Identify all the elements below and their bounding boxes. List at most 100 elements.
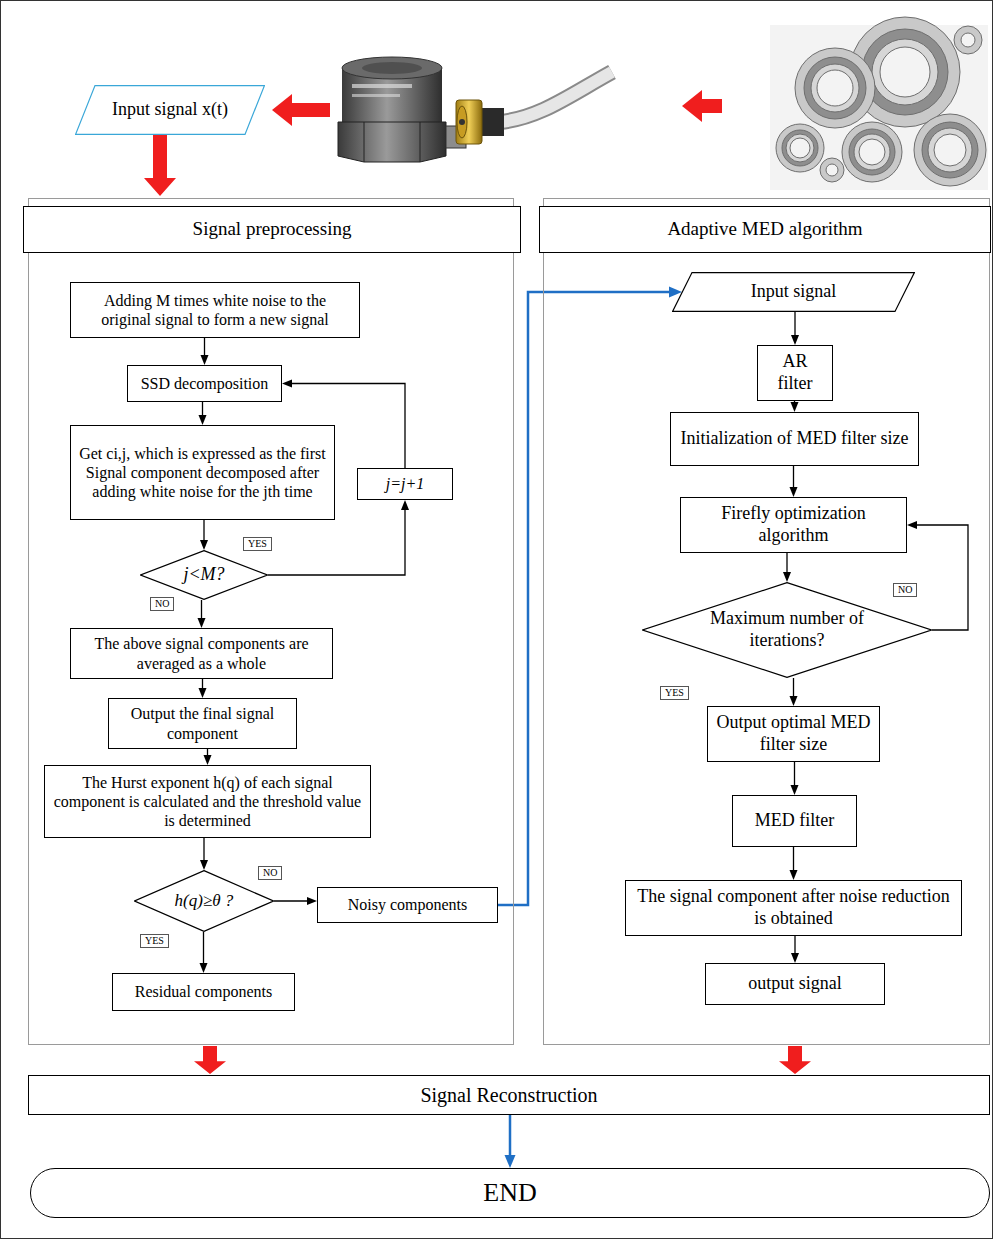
block-arrow [779, 1046, 811, 1074]
process-box: The signal component after noise reducti… [625, 880, 962, 936]
connector-line [794, 936, 795, 955]
process-box: j=j+1 [357, 468, 453, 500]
connector [791, 401, 799, 412]
arrowhead [204, 755, 212, 765]
connector [194, 1046, 226, 1074]
process-box: Output the final signal component [108, 698, 297, 749]
process-box: Firefly optimization algorithm [680, 497, 907, 553]
process-box: Residual components [112, 973, 295, 1011]
connector [198, 600, 206, 628]
io-parallelogram: Input signal x(t) [75, 85, 265, 135]
panel-heading: Signal preprocessing [193, 218, 352, 241]
connector [790, 847, 798, 880]
connector [204, 749, 212, 765]
arrowhead [791, 402, 799, 412]
edge-label: NO [258, 866, 282, 880]
node-label: j<M? [166, 564, 243, 586]
process-box: The Hurst exponent h(q) of each signal c… [44, 765, 371, 838]
connector [199, 402, 207, 425]
node-label: MED filter [755, 810, 834, 832]
edge-label: YES [243, 537, 272, 551]
arrowhead [790, 487, 798, 497]
node-label: Adding M times white noise to the origin… [79, 291, 351, 329]
connector [200, 932, 208, 973]
connector-line [793, 678, 794, 698]
arrowhead [790, 696, 798, 706]
connector [200, 520, 208, 550]
node-label: Maximum number of iterations? [700, 608, 874, 651]
connector [907, 521, 968, 630]
arrowhead [791, 953, 799, 963]
edge-label: YES [140, 934, 169, 948]
node-label: Initialization of MED filter size [681, 428, 909, 450]
arrowhead [783, 572, 791, 582]
connector [274, 897, 317, 905]
arrowhead [200, 963, 208, 973]
arrowhead [791, 335, 799, 345]
edge-label: NO [150, 597, 174, 611]
connector-line [203, 520, 204, 542]
node-label: The signal component after noise reducti… [634, 886, 953, 929]
node-label: AR filter [766, 351, 824, 394]
arrowhead [401, 500, 409, 510]
node-label: Noisy components [348, 895, 468, 914]
connector [783, 553, 791, 582]
connector-line [793, 847, 794, 872]
arrowhead [200, 860, 208, 870]
arrowhead [200, 540, 208, 550]
connector [201, 338, 209, 365]
block-arrow [194, 1046, 226, 1074]
connector [791, 936, 799, 963]
edge-label: YES [660, 686, 689, 700]
connector [790, 678, 798, 706]
decision-diamond: Maximum number of iterations? [642, 582, 932, 678]
connector-line [794, 762, 795, 787]
arrowhead [198, 618, 206, 628]
panel-header: Adaptive MED algorithm [539, 206, 991, 253]
outline [673, 273, 915, 312]
connector [498, 287, 682, 906]
arrowhead [307, 897, 317, 905]
node-label: output signal [748, 973, 842, 995]
arrowhead [505, 1155, 516, 1168]
panel-group: Adaptive MED algorithmInput signalAR fil… [543, 198, 990, 1045]
connector [199, 679, 207, 698]
connector-line [201, 600, 202, 620]
process-box: Get ci,j, which is expressed as the firs… [70, 425, 335, 520]
outline [141, 551, 268, 600]
node-label: Input signal x(t) [98, 99, 242, 121]
process-box: Adding M times white noise to the origin… [70, 282, 360, 338]
arrowhead [199, 415, 207, 425]
node-label: Residual components [135, 982, 272, 1001]
node-label: Output optimal MED filter size [716, 712, 871, 755]
process-box: Initialization of MED filter size [670, 412, 919, 466]
node-label: SSD decomposition [141, 374, 269, 393]
node-label: Output the final signal component [117, 704, 288, 742]
arrowhead [282, 380, 292, 388]
connector [144, 135, 176, 196]
connector [779, 1046, 811, 1074]
connector-line [202, 402, 203, 417]
process-box: output signal [705, 963, 885, 1005]
decision-diamond: j<M? [140, 550, 268, 600]
connector-line [203, 932, 204, 965]
node-label: The above signal components are averaged… [79, 634, 324, 672]
terminal-box: END [30, 1168, 990, 1218]
connector [791, 762, 799, 795]
node-label: Input signal [695, 281, 892, 303]
process-box: AR filter [757, 345, 833, 401]
cable-connector-illustration [456, 72, 612, 144]
node-label: h(q)≥θ ? [162, 891, 246, 911]
node-label: Get ci,j, which is expressed as the firs… [79, 444, 326, 502]
process-box: MED filter [732, 795, 857, 847]
connector-line [915, 525, 968, 630]
band-box: Signal Reconstruction [28, 1075, 990, 1115]
process-box: Output optimal MED filter size [707, 706, 880, 762]
arrowhead [791, 785, 799, 795]
process-box: SSD decomposition [127, 365, 282, 402]
arrowhead [907, 521, 917, 529]
node-label: END [483, 1177, 536, 1208]
connector-line [794, 312, 795, 337]
